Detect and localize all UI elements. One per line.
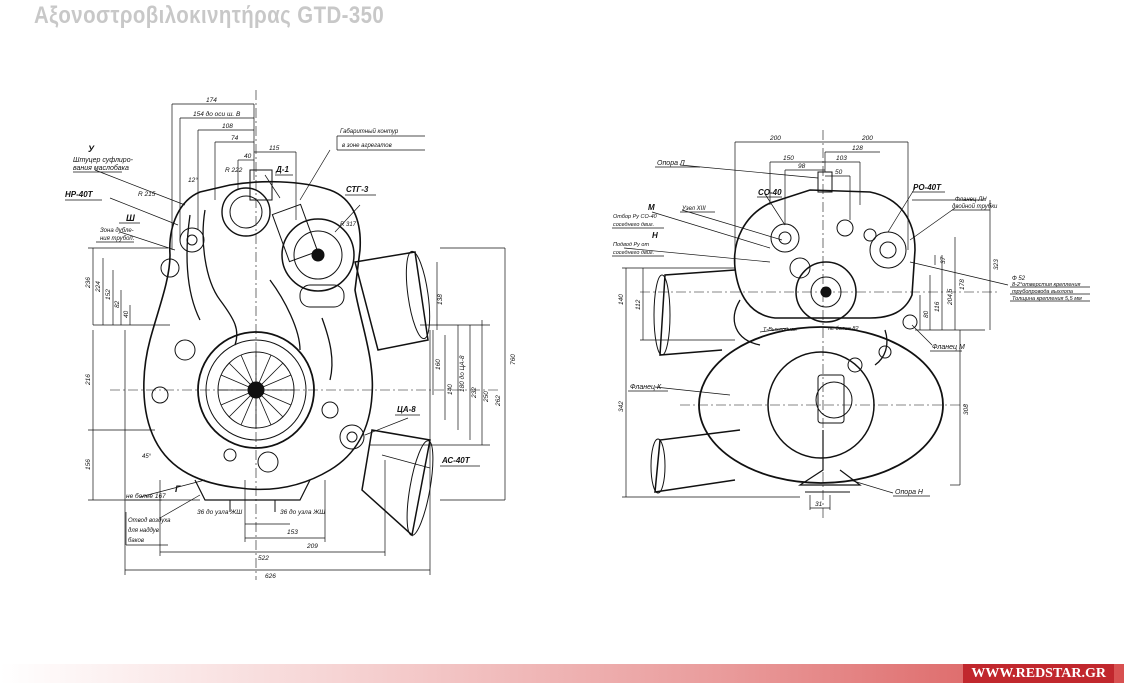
footer-gradient-bar: [0, 664, 1124, 683]
dim-40: 40: [244, 153, 252, 160]
label-breather-2: вания маслобака: [73, 164, 129, 172]
dim-not-more-167: не более 167: [126, 492, 166, 500]
label-holes-2: трубопровода выхлопа: [1012, 289, 1073, 295]
label-ro40t: РО-40Т: [913, 183, 942, 192]
label-contour-2: в зоне агрегатов: [342, 143, 392, 149]
dim-103: 103: [836, 155, 847, 162]
dim-308: 308: [963, 404, 970, 415]
dim-250: 250: [483, 391, 490, 403]
dim-not-more-82: не более 82: [828, 326, 859, 332]
dim-178: 178: [959, 279, 966, 290]
label-bleed-so40-1: Отбор Ру СО-40: [613, 214, 658, 220]
label-sh: Ш: [126, 213, 135, 223]
dim-236: 236: [85, 277, 92, 289]
label-supply-2: соседнего двиг.: [613, 250, 654, 256]
label-r317: R 317: [340, 222, 357, 228]
dim-40-left: 40: [123, 310, 130, 318]
dim-31: 31: [815, 501, 823, 508]
dim-r215: R 215: [138, 191, 156, 198]
dim-180-ca8: 180 до ЦА-8: [458, 355, 466, 392]
label-holes-1: 8-2°отверстия крепления: [1012, 282, 1081, 288]
label-ca8: ЦА-8: [397, 405, 416, 414]
dim-r222: R 222: [225, 167, 243, 174]
dim-37: 37: [940, 256, 947, 264]
dim-140-right: 140: [618, 294, 625, 305]
dim-204-5: 204,5: [947, 288, 954, 306]
dim-115: 115: [269, 145, 280, 152]
label-air-outlet-2: для наддув: [128, 528, 159, 534]
label-u: У: [88, 144, 95, 154]
label-supply-1: Подвод Ру от: [613, 242, 649, 248]
dim-98: 98: [798, 163, 806, 170]
dim-760: 760: [510, 354, 517, 365]
dim-522: 522: [258, 555, 269, 562]
dim-116: 116: [934, 301, 941, 312]
dim-128: 128: [852, 145, 863, 152]
dim-216: 216: [85, 374, 92, 386]
dim-156: 156: [85, 459, 92, 470]
label-support-l: Опора Л: [657, 160, 685, 167]
label-stg3: СТГ-3: [346, 185, 369, 194]
label-node-13: Узел XIII: [681, 206, 706, 212]
page-title: Αξονοστροβιλοκινητήρας GTD-350: [34, 2, 385, 29]
dim-112: 112: [635, 299, 642, 310]
dim-80: 80: [923, 310, 930, 318]
label-as40t: АС-40Т: [441, 456, 471, 465]
label-pipe-zone-1: Зона дубле-: [100, 228, 134, 234]
dim-200-left: 200: [769, 135, 781, 142]
label-d1: Д-1: [275, 165, 289, 174]
dim-224: 224: [95, 281, 102, 293]
dim-232: 232: [471, 387, 478, 399]
dim-150: 150: [783, 155, 794, 162]
dim-262: 262: [495, 395, 502, 407]
label-angle-45: 45°: [142, 454, 152, 460]
right-engine-view: [612, 130, 1090, 520]
dim-108: 108: [222, 123, 233, 130]
dim-140: 140: [447, 384, 454, 395]
dim-342: 342: [618, 401, 625, 412]
label-n: Н: [652, 231, 658, 240]
label-so40: СО-40: [758, 188, 782, 197]
dim-154: 154 до оси ш. В: [193, 110, 241, 118]
label-flange-k: Фланец К: [630, 384, 662, 391]
label-flange-ln-1: Фланец ЛН: [955, 197, 987, 203]
label-air-outlet-3: баков: [128, 538, 144, 544]
dim-36-node-1: 36 до узла ЖШ: [197, 508, 242, 516]
label-holes-3: Толщина крепления 5,5 мм: [1012, 296, 1082, 302]
label-bleed-so40-2: соседнего двиг.: [613, 222, 654, 228]
dim-323: 323: [993, 259, 1000, 270]
dim-74: 74: [231, 135, 239, 142]
label-pipe-zone-2: ния трубоп.: [100, 236, 134, 242]
label-phi52: Ф 52: [1012, 276, 1026, 282]
dim-138: 138: [437, 294, 444, 305]
label-exhaust: Т-Выхлопная: [763, 327, 797, 333]
left-engine-view: [65, 90, 506, 580]
label-flange-ln-2: двойной трубки: [952, 203, 998, 210]
label-g: Г: [175, 484, 181, 494]
dim-174: 174: [206, 97, 217, 104]
dim-50: 50: [835, 169, 843, 176]
footer-brand-link[interactable]: WWW.REDSTAR.GR: [963, 664, 1114, 683]
dim-200-right: 200: [861, 135, 873, 142]
dim-152: 152: [105, 289, 112, 300]
label-support-n: Опора Н: [895, 489, 924, 496]
label-flange-m: Фланец М: [932, 344, 965, 351]
label-contour-1: Габаритный контур: [340, 128, 399, 135]
label-breather-1: Штуцер суфлиро-: [73, 157, 134, 164]
dim-153: 153: [287, 529, 298, 536]
dim-36-node-2: 36 до узла ЖШ: [280, 508, 325, 516]
label-nr40t: НР-40Т: [65, 190, 94, 199]
dim-626: 626: [265, 573, 276, 580]
dim-angle-12: 12°: [188, 176, 198, 184]
label-air-outlet-1: Отвод воздуха: [128, 518, 171, 524]
dim-82: 82: [114, 300, 121, 308]
dim-160: 160: [435, 359, 442, 370]
label-m: М: [648, 203, 655, 212]
dim-209: 209: [306, 543, 318, 550]
